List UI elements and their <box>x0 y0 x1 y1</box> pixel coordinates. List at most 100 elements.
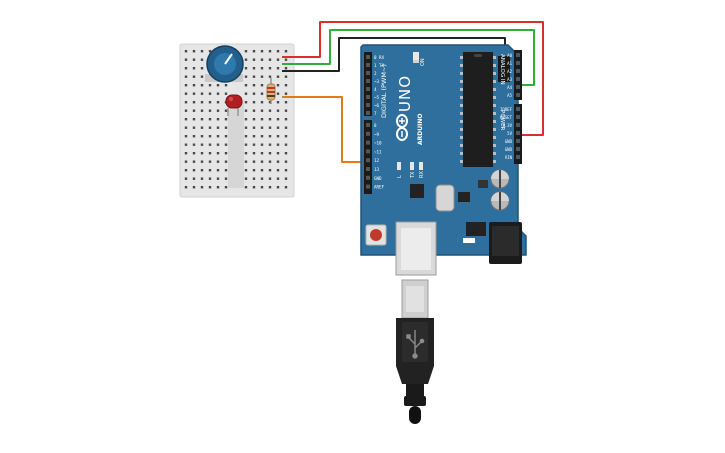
breadboard-hole[interactable] <box>260 186 264 189</box>
breadboard-hole[interactable] <box>252 58 256 61</box>
breadboard-hole[interactable] <box>224 160 228 163</box>
analog-pin[interactable] <box>516 53 520 57</box>
breadboard-hole[interactable] <box>276 50 280 53</box>
breadboard-hole[interactable] <box>224 186 228 189</box>
breadboard-hole[interactable] <box>252 126 256 129</box>
breadboard-hole[interactable] <box>284 50 288 53</box>
breadboard-hole[interactable] <box>200 169 204 172</box>
digital-pin[interactable] <box>366 140 370 145</box>
breadboard-hole[interactable] <box>284 177 288 180</box>
breadboard-hole[interactable] <box>184 126 188 129</box>
breadboard-hole[interactable] <box>244 67 248 70</box>
breadboard-hole[interactable] <box>276 92 280 95</box>
breadboard-hole[interactable] <box>192 50 196 53</box>
breadboard-hole[interactable] <box>192 109 196 112</box>
breadboard-hole[interactable] <box>244 135 248 138</box>
breadboard-hole[interactable] <box>184 92 188 95</box>
breadboard-hole[interactable] <box>252 50 256 53</box>
breadboard-hole[interactable] <box>200 84 204 87</box>
breadboard-hole[interactable] <box>284 75 288 78</box>
breadboard-hole[interactable] <box>276 101 280 104</box>
breadboard-hole[interactable] <box>192 126 196 129</box>
digital-pin[interactable] <box>366 158 370 163</box>
breadboard-hole[interactable] <box>244 118 248 121</box>
digital-pin[interactable] <box>366 103 370 107</box>
breadboard-hole[interactable] <box>184 118 188 121</box>
breadboard-hole[interactable] <box>192 143 196 146</box>
breadboard-hole[interactable] <box>184 75 188 78</box>
breadboard-hole[interactable] <box>260 109 264 112</box>
breadboard-hole[interactable] <box>184 160 188 163</box>
breadboard-hole[interactable] <box>192 186 196 189</box>
power-pin[interactable] <box>516 107 520 111</box>
breadboard-hole[interactable] <box>260 169 264 172</box>
analog-pin[interactable] <box>516 77 520 81</box>
breadboard-hole[interactable] <box>252 92 256 95</box>
breadboard-hole[interactable] <box>200 118 204 121</box>
breadboard-hole[interactable] <box>260 160 264 163</box>
digital-pin[interactable] <box>366 123 370 127</box>
breadboard-hole[interactable] <box>276 118 280 121</box>
power-pin[interactable] <box>516 131 520 135</box>
breadboard-hole[interactable] <box>184 186 188 189</box>
breadboard-hole[interactable] <box>224 143 228 146</box>
breadboard-hole[interactable] <box>200 186 204 189</box>
digital-pin[interactable] <box>366 87 370 91</box>
breadboard-hole[interactable] <box>276 109 280 112</box>
breadboard-hole[interactable] <box>200 126 204 129</box>
breadboard-hole[interactable] <box>276 126 280 129</box>
breadboard-hole[interactable] <box>184 50 188 53</box>
digital-pin[interactable] <box>366 55 370 59</box>
breadboard-hole[interactable] <box>284 152 288 155</box>
breadboard-hole[interactable] <box>192 118 196 121</box>
digital-pin-header[interactable] <box>364 52 372 194</box>
breadboard-hole[interactable] <box>252 160 256 163</box>
dc-power-jack[interactable] <box>489 222 522 264</box>
breadboard-hole[interactable] <box>284 143 288 146</box>
breadboard-hole[interactable] <box>208 109 212 112</box>
breadboard-hole[interactable] <box>276 135 280 138</box>
breadboard-hole[interactable] <box>260 118 264 121</box>
breadboard-hole[interactable] <box>200 75 204 78</box>
breadboard-hole[interactable] <box>192 75 196 78</box>
breadboard-hole[interactable] <box>276 75 280 78</box>
led-red[interactable] <box>225 94 243 116</box>
breadboard-hole[interactable] <box>208 186 212 189</box>
breadboard-hole[interactable] <box>252 101 256 104</box>
power-pin[interactable] <box>516 115 520 119</box>
breadboard-hole[interactable] <box>252 143 256 146</box>
breadboard-hole[interactable] <box>276 143 280 146</box>
breadboard-hole[interactable] <box>260 177 264 180</box>
breadboard-hole[interactable] <box>224 169 228 172</box>
icsp-header[interactable] <box>498 56 510 82</box>
breadboard[interactable] <box>179 43 295 198</box>
digital-pin[interactable] <box>366 184 370 189</box>
breadboard-hole[interactable] <box>260 50 264 53</box>
breadboard-hole[interactable] <box>252 186 256 189</box>
breadboard-hole[interactable] <box>268 50 272 53</box>
breadboard-hole[interactable] <box>260 101 264 104</box>
breadboard-hole[interactable] <box>208 50 212 53</box>
breadboard-hole[interactable] <box>276 160 280 163</box>
breadboard-hole[interactable] <box>224 152 228 155</box>
breadboard-hole[interactable] <box>252 109 256 112</box>
breadboard-hole[interactable] <box>192 58 196 61</box>
breadboard-hole[interactable] <box>200 143 204 146</box>
reset-button[interactable] <box>365 224 387 246</box>
breadboard-hole[interactable] <box>276 169 280 172</box>
breadboard-hole[interactable] <box>284 169 288 172</box>
breadboard-hole[interactable] <box>192 84 196 87</box>
breadboard-hole[interactable] <box>216 118 220 121</box>
analog-pin[interactable] <box>516 93 520 97</box>
breadboard-hole[interactable] <box>200 92 204 95</box>
breadboard-hole[interactable] <box>224 109 228 112</box>
breadboard-hole[interactable] <box>200 135 204 138</box>
breadboard-hole[interactable] <box>216 177 220 180</box>
breadboard-hole[interactable] <box>276 67 280 70</box>
breadboard-hole[interactable] <box>244 101 248 104</box>
arduino-uno-board[interactable]: ON L TX RX DIGITAL (PWM~) UNO ARDUINO AN… <box>360 44 527 276</box>
digital-pin[interactable] <box>366 111 370 115</box>
breadboard-hole[interactable] <box>184 67 188 70</box>
digital-pin[interactable] <box>366 79 370 83</box>
breadboard-hole[interactable] <box>200 160 204 163</box>
